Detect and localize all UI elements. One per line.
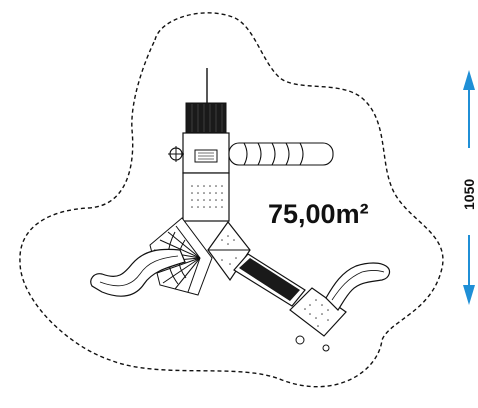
platform-texture [191, 185, 223, 208]
tube-slide [228, 142, 334, 166]
roof-ribs [191, 104, 223, 132]
lower-right-platform [289, 287, 347, 337]
bridge [233, 253, 306, 307]
dimension-arrow [463, 70, 475, 305]
post-bottom [295, 335, 305, 345]
area-label: 75,00m² [268, 199, 369, 229]
dimension-label: 1050 [461, 179, 477, 210]
right-slide [325, 262, 391, 311]
arrow-down-icon [463, 285, 475, 305]
left-slide [90, 248, 186, 297]
safety-zone-boundary [19, 12, 444, 388]
middle-platform [182, 172, 230, 222]
arrow-up-icon [463, 70, 475, 90]
post-right [322, 344, 330, 352]
